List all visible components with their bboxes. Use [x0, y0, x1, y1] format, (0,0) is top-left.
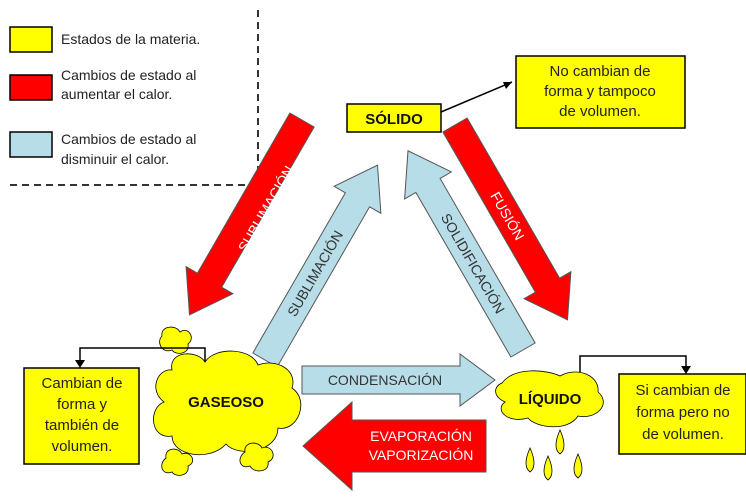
condensation-arrow: CONDENSACIÓN [301, 353, 496, 407]
legend-swatch-heat [9, 74, 53, 101]
sublimation-cool-label: SUBLIMACIÓN [284, 228, 346, 320]
solid-note-connector [440, 81, 513, 113]
liquid-note-line-2: forma pero no [636, 404, 729, 421]
liquid-note-connector [579, 355, 687, 372]
vaporization-label: VAPORIZACIÓN [369, 447, 474, 463]
liquid-drop-3 [543, 455, 553, 481]
gas-note-line-3: también de [45, 417, 119, 434]
liquid-drop-2 [525, 447, 535, 473]
gas-note-box [23, 367, 140, 465]
liquid-note-arrowhead [681, 366, 691, 374]
gas-note-arrowhead [75, 360, 85, 368]
gas-note-line-1: Cambian de [42, 375, 123, 392]
solid-note-line-2: forma y tampoco [544, 83, 656, 100]
gas-note-line-2: forma y [57, 396, 108, 413]
evaporation-arrow: EVAPORACIÓN VAPORIZACIÓN [302, 400, 487, 492]
gas-state-cloud [153, 326, 302, 476]
solid-note-box [515, 55, 686, 129]
liquid-note-line-1: Si cambian de [635, 382, 730, 399]
gas-note-line-4: volumen. [52, 438, 113, 455]
gas-note-connector [79, 347, 206, 364]
legend-states-label: Estados de la materia. [61, 31, 200, 47]
solid-state-box [346, 103, 442, 133]
evaporation-label: EVAPORACIÓN [370, 428, 472, 444]
legend-swatch-states [9, 26, 53, 53]
liquid-note-line-3: de volumen. [642, 426, 724, 443]
gas-state-label: GASEOSO [188, 394, 264, 411]
liquid-state-puddle [495, 370, 604, 428]
liquid-drop-4 [573, 453, 583, 479]
legend: Estados de la materia. Cambios de estado… [9, 10, 259, 186]
solid-state-label: SÓLIDO [365, 110, 423, 128]
legend-heat-line-2: aumentar el calor. [61, 86, 172, 102]
legend-swatch-cool [9, 131, 53, 158]
liquid-drops [525, 429, 583, 481]
solid-note-line-1: No cambian de [550, 63, 651, 80]
liquid-drop-1 [555, 429, 565, 455]
liquid-note-box [618, 373, 746, 455]
legend-cool-line-1: Cambios de estado al [61, 131, 196, 147]
condensation-label: CONDENSACIÓN [328, 372, 442, 388]
solid-note-arrowhead [503, 82, 512, 89]
solid-note-line-3: de volumen. [559, 103, 641, 120]
legend-heat-line-1: Cambios de estado al [61, 67, 196, 83]
liquid-state-label: LÍQUIDO [519, 391, 582, 408]
legend-cool-line-2: disminuir el calor. [61, 151, 169, 167]
